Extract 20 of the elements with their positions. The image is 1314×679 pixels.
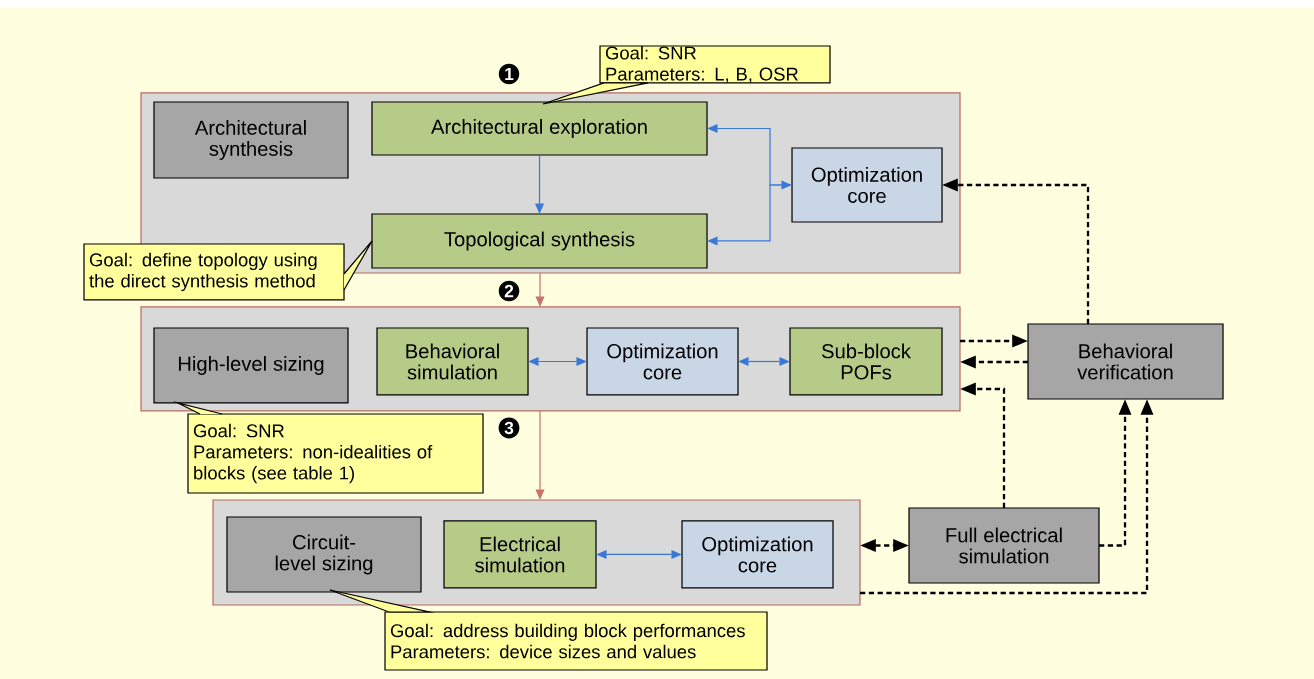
process-box: Behavioral simulation [376, 327, 529, 396]
process-box: Sub-block POFs [789, 327, 943, 396]
callout-number: 1 [498, 63, 520, 85]
process-box: Circuit-level sizing [226, 516, 422, 593]
process-box: Optimization core [681, 520, 834, 589]
process-box: Architectural exploration [371, 101, 708, 156]
callout-box: Goal: SNR Parameters: non-idealities of blocks (see table 1) [187, 413, 484, 494]
callout-pointer [172, 401, 223, 415]
process-box: Architectural synthesis [153, 101, 349, 179]
process-box: Optimization core [586, 327, 739, 396]
process-box: High-level sizing [153, 327, 349, 404]
callout-number: 2 [498, 280, 520, 302]
callout-number: 3 [498, 417, 520, 439]
callout-pointer [343, 240, 373, 291]
process-box: Optimization core [791, 147, 943, 223]
process-box: Electrical simulation [443, 520, 597, 589]
process-box: Behavioral verification [1027, 323, 1224, 400]
process-box: Full electrical simulation [908, 507, 1100, 584]
callout-pointer [542, 82, 649, 105]
process-box: Topological synthesis [371, 213, 708, 269]
